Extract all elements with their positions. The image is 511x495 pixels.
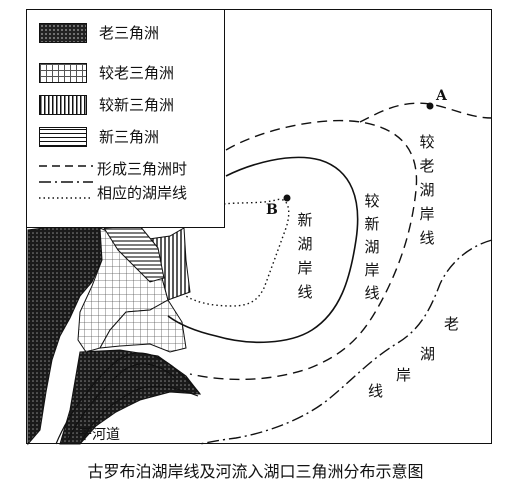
old-shoreline-char-1: 老 (444, 315, 460, 333)
river-label: 干河道 (78, 427, 120, 443)
new-delta (103, 225, 165, 283)
new-shoreline-label: 新湖岸线 (297, 211, 313, 301)
legend-swatch-newer (39, 94, 87, 115)
legend-label: 新三角洲 (99, 128, 160, 146)
point-a-label: A (436, 88, 447, 104)
river-channel-inner (65, 363, 177, 445)
legend: 老三角洲 较老三角洲 较新三角洲 新三角洲 形成三角洲时 相应的湖岸线 (27, 10, 225, 228)
legend-swatch-old (39, 22, 87, 43)
old-shoreline (199, 239, 493, 445)
map-caption: 古罗布泊湖岸线及河流入湖口三角洲分布示意图 (87, 462, 424, 481)
legend-item-old-delta: 老三角洲 (39, 22, 159, 43)
legend-label: 较老三角洲 (99, 64, 175, 82)
legend-line-samples (39, 165, 93, 199)
newer-shoreline-label: 较新湖岸线 (364, 192, 380, 302)
old-shoreline-char-2: 湖 (420, 345, 436, 363)
legend-item-older-delta: 较老三角洲 (39, 62, 174, 83)
legend-label: 较新三角洲 (99, 96, 175, 114)
point-b-marker (283, 194, 291, 202)
map-frame (26, 9, 492, 444)
river-channel-outer (79, 385, 199, 445)
legend-swatch-older (39, 62, 87, 83)
legend-line-label-2: 相应的湖岸线 (97, 184, 188, 202)
river-channel (55, 352, 201, 445)
older-shoreline (189, 119, 418, 381)
old-shoreline-char-3: 岸 (396, 366, 412, 384)
older-shoreline-label: 较老湖岸线 (419, 133, 435, 247)
old-shoreline-char-4: 线 (368, 382, 384, 400)
legend-swatch-new (39, 126, 87, 147)
point-b-label: B (266, 202, 278, 218)
legend-item-newer-delta: 较新三角洲 (39, 94, 174, 115)
point-a-marker (426, 102, 434, 110)
newer-shoreline (167, 156, 359, 343)
legend-item-new-delta: 新三角洲 (39, 126, 159, 147)
legend-line-label-1: 形成三角洲时 (97, 160, 188, 178)
legend-label: 老三角洲 (99, 24, 160, 42)
older-delta-lower (99, 299, 187, 353)
